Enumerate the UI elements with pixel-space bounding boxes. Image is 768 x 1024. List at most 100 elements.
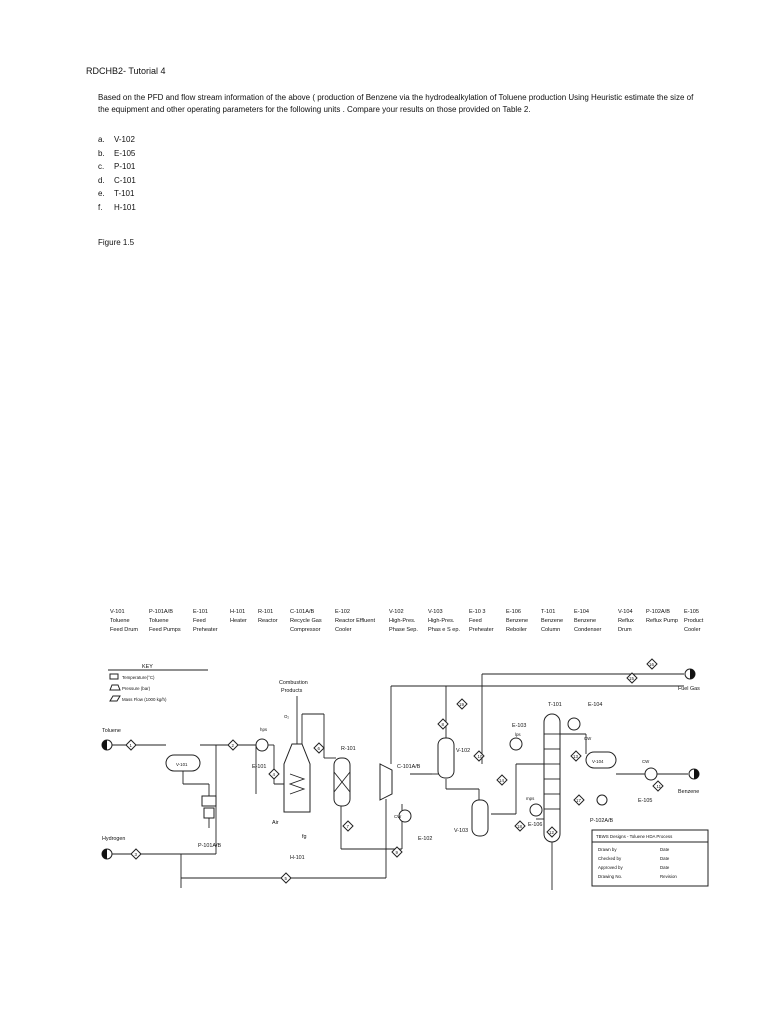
- equipment-label: V-104 Reflux Drum: [618, 609, 634, 633]
- task-list: a.V-102 b.E-105 c.P-101 d.C-101 e.T-101 …: [98, 133, 136, 214]
- svg-text:P-102A/B: P-102A/B: [646, 609, 670, 615]
- list-item: f.H-101: [98, 202, 136, 212]
- stream-number: 15: [626, 672, 638, 684]
- stream-number: 3: [130, 848, 142, 860]
- mass-flow-symbol: [109, 695, 121, 702]
- svg-text:R-101: R-101: [341, 746, 356, 752]
- stream-number: 10: [473, 750, 485, 762]
- svg-text:6: 6: [318, 746, 321, 751]
- svg-text:17: 17: [576, 798, 581, 803]
- equipment-label: E-105 Product Cooler: [684, 609, 704, 633]
- e101-exchanger: E-101 hps: [252, 727, 269, 770]
- svg-text:High-Pres.: High-Pres.: [389, 618, 416, 624]
- svg-text:Cooler: Cooler: [335, 627, 352, 633]
- stream-number: 13: [570, 750, 582, 762]
- svg-text:KEY: KEY: [142, 664, 153, 670]
- e103-preheater: E-103 lps: [509, 723, 526, 751]
- svg-text:5: 5: [285, 876, 288, 881]
- svg-text:hps: hps: [260, 727, 268, 732]
- svg-text:V-101: V-101: [110, 609, 125, 615]
- svg-text:CW: CW: [394, 814, 402, 819]
- svg-text:15: 15: [629, 676, 634, 681]
- svg-text:Feed: Feed: [193, 618, 206, 624]
- v104-reflux-drum: V-104: [585, 751, 617, 769]
- equipment-label: E-10 3 Feed Preheater: [469, 609, 494, 633]
- svg-text:Drawn by: Drawn by: [598, 847, 617, 852]
- figure-caption: Figure 1.5: [98, 238, 135, 247]
- svg-text:E-102: E-102: [418, 836, 432, 842]
- svg-text:P-102A/B: P-102A/B: [590, 818, 613, 824]
- stream-number: 14: [496, 774, 508, 786]
- svg-text:E-104: E-104: [574, 609, 589, 615]
- equipment-label: T-101 Benzene Column: [541, 609, 563, 633]
- v103-separator: V-103: [454, 799, 489, 837]
- p101-pump: P-101A/B: [198, 795, 221, 849]
- svg-text:12: 12: [549, 830, 554, 835]
- svg-text:Reflux: Reflux: [618, 618, 634, 624]
- svg-text:7: 7: [347, 824, 350, 829]
- list-item: c.P-101: [98, 162, 136, 171]
- svg-text:H-101: H-101: [290, 855, 305, 861]
- list-item: d.C-101: [98, 175, 136, 185]
- equipment-label: E-106 Benzene Reboiler: [506, 609, 528, 633]
- stream-number: 11: [652, 780, 664, 792]
- stream-number: 12: [546, 826, 558, 838]
- svg-text:fg: fg: [302, 834, 307, 840]
- equipment-label: E-101 Feed Preheater: [193, 609, 218, 633]
- document-title: RDCHB2- Tutorial 4: [86, 66, 166, 76]
- svg-text:Revision: Revision: [660, 874, 677, 879]
- svg-text:High-Pres.: High-Pres.: [428, 618, 455, 624]
- svg-text:Reboiler: Reboiler: [506, 627, 527, 633]
- equipment-label: V-102 High-Pres. Phase Sep.: [389, 609, 418, 633]
- svg-text:lps: lps: [515, 732, 521, 737]
- svg-text:E-101: E-101: [252, 764, 266, 770]
- svg-text:P-101A/B: P-101A/B: [198, 843, 221, 849]
- svg-text:9: 9: [396, 850, 399, 855]
- stream-number: 9: [391, 846, 403, 858]
- svg-text:Date: Date: [660, 847, 670, 852]
- svg-text:Compressor: Compressor: [290, 627, 321, 633]
- svg-text:14: 14: [499, 778, 504, 783]
- svg-text:Reactor: Reactor: [258, 618, 278, 624]
- svg-text:P-101A/B: P-101A/B: [149, 609, 173, 615]
- svg-text:11: 11: [657, 784, 662, 789]
- svg-text:V-102: V-102: [456, 748, 470, 754]
- svg-text:Benzene: Benzene: [574, 618, 596, 624]
- svg-text:2: 2: [232, 743, 235, 748]
- svg-text:Phase Sep.: Phase Sep.: [389, 627, 418, 633]
- svg-text:E-105: E-105: [638, 798, 652, 804]
- equipment-header: V-101 Toluene Feed Drum P-101A/B Toluene…: [110, 609, 704, 633]
- svg-text:19: 19: [459, 702, 464, 707]
- svg-text:Feed Drum: Feed Drum: [110, 627, 138, 633]
- equipment-label: E-102 Reactor Effluent Cooler: [335, 609, 375, 633]
- svg-text:V-102: V-102: [389, 609, 404, 615]
- svg-text:Condenser: Condenser: [574, 627, 602, 633]
- svg-text:Toluene: Toluene: [149, 618, 169, 624]
- stream-number: 17: [573, 794, 585, 806]
- svg-text:Column: Column: [541, 627, 560, 633]
- svg-text:O₂: O₂: [284, 714, 289, 719]
- stream-markers: 1 2 3 4 5 6 7 8 9 10 11 12 13 14 15 16 1…: [125, 658, 664, 884]
- title-block: TBWS Designs - Toluene HDA Process Drawn…: [591, 829, 709, 887]
- process-flow-diagram: V-101 Toluene Feed Drum P-101A/B Toluene…: [96, 604, 710, 890]
- svg-text:CW: CW: [642, 759, 650, 764]
- stream-number: 18: [514, 820, 526, 832]
- p102-pump: P-102A/B: [590, 794, 613, 824]
- svg-text:T-101: T-101: [548, 702, 562, 708]
- svg-text:Feed: Feed: [469, 618, 482, 624]
- stream-number: 2: [227, 739, 239, 751]
- svg-text:18: 18: [517, 824, 522, 829]
- equipment-label: E-104 Benzene Condenser: [574, 609, 602, 633]
- svg-text:Benzene: Benzene: [541, 618, 563, 624]
- svg-text:Product: Product: [684, 618, 704, 624]
- list-item: b.E-105: [98, 148, 136, 158]
- equipment-label: H-101 Heater: [230, 609, 247, 624]
- svg-text:1: 1: [130, 743, 133, 748]
- svg-text:Cooler: Cooler: [684, 627, 701, 633]
- toluene-feed: Toluene: [101, 728, 121, 751]
- e104-condenser: E-104 CW: [567, 702, 602, 741]
- svg-text:Temperature(°C): Temperature(°C): [122, 675, 155, 680]
- equipment-label: C-101A/B Recycle Gas Compressor: [290, 609, 322, 633]
- stream-number: 7: [342, 820, 354, 832]
- svg-text:Recycle Gas: Recycle Gas: [290, 618, 322, 624]
